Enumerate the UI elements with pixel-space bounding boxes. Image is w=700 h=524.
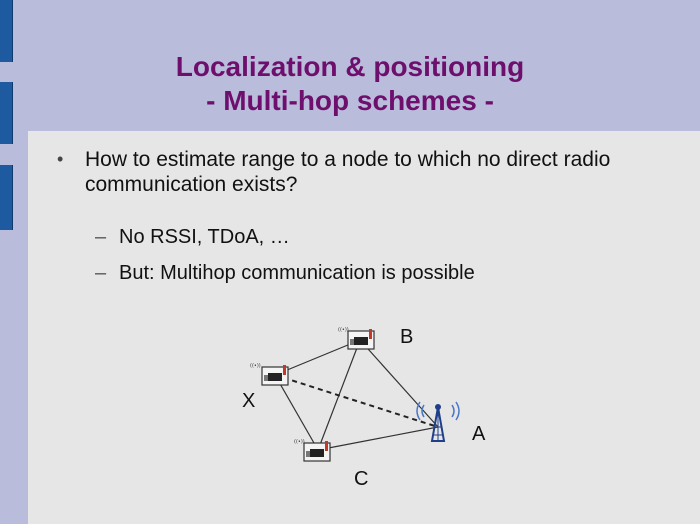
bullet-main-text: How to estimate range to a node to which… xyxy=(85,148,611,196)
node-label-x: X xyxy=(242,390,255,412)
side-tab-2 xyxy=(0,82,13,144)
side-tab-3 xyxy=(0,165,13,230)
bullet-main: • How to estimate range to a node to whi… xyxy=(57,147,665,197)
slide-title: Localization & positioning - Multi-hop s… xyxy=(28,50,672,118)
sensor-node-b-icon: ((•)) xyxy=(338,327,375,350)
node-label-c: C xyxy=(354,468,368,490)
multihop-network-diagram: ((•)) ((•)) ((•)) B X A C xyxy=(242,326,486,490)
svg-text:((•)): ((•)) xyxy=(250,363,261,369)
radio-tower-a-icon xyxy=(416,401,460,442)
link-c-a xyxy=(317,426,439,451)
svg-text:((•)): ((•)) xyxy=(294,439,305,445)
sensor-node-c-icon: ((•)) xyxy=(294,439,331,462)
link-x-c xyxy=(274,374,319,451)
title-line-1: Localization & positioning xyxy=(175,51,525,82)
link-x-b xyxy=(274,339,361,376)
svg-text:((•)): ((•)) xyxy=(338,327,349,333)
sub-bullet-1-text: No RSSI, TDoA, … xyxy=(119,226,290,248)
node-label-a: A xyxy=(472,423,486,445)
sub-bullet-1: – No RSSI, TDoA, … xyxy=(95,226,290,249)
bullet-dot-icon: • xyxy=(57,149,64,169)
side-tab-1 xyxy=(0,0,13,62)
sensor-node-x-icon: ((•)) xyxy=(250,363,289,386)
link-b-a xyxy=(359,339,439,428)
content-panel xyxy=(28,131,700,524)
link-x-a-estimated xyxy=(274,374,439,428)
node-label-b: B xyxy=(400,326,413,348)
sub-bullet-dash-icon: – xyxy=(95,262,107,284)
sub-bullet-2-text: But: Multihop communication is possible xyxy=(119,262,475,284)
sub-bullet-dash-icon: – xyxy=(95,226,107,248)
sub-bullet-2: – But: Multihop communication is possibl… xyxy=(95,262,475,285)
title-line-2: - Multi-hop schemes - xyxy=(206,85,494,116)
